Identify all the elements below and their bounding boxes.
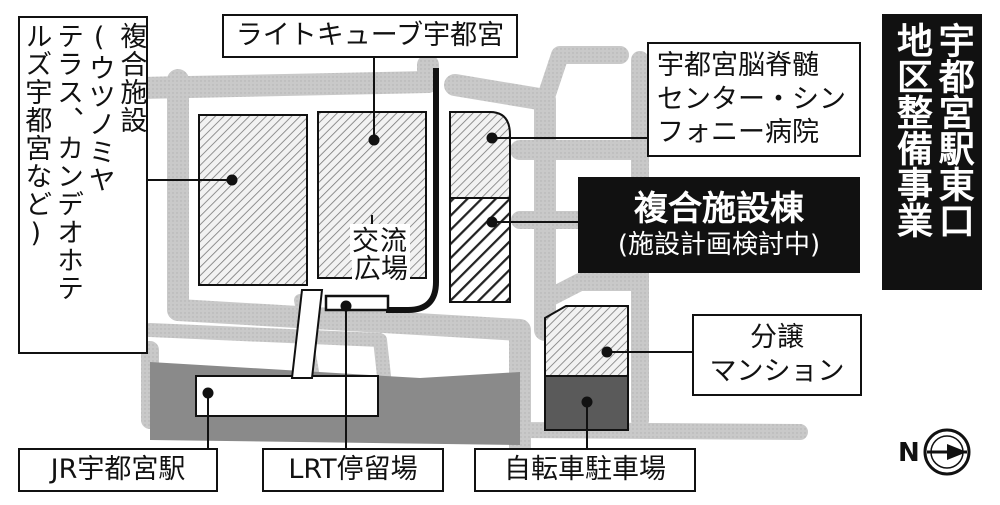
marker-dots	[202, 132, 613, 408]
exchange-plaza-label: 交流	[350, 224, 410, 261]
lrt-line	[386, 68, 439, 313]
complex-building-label-line2: (施設計画検討中)	[617, 229, 821, 260]
condominium-building	[544, 305, 629, 377]
hospital-building	[449, 111, 511, 199]
jr-station-label: JR宇都宮駅	[18, 448, 218, 492]
complex-facility-label: 複合施設 (ウツノミヤ テラス、カンデオホテ ルズ宇都宮など)	[18, 16, 148, 354]
complex-facility-building	[198, 114, 308, 286]
hospital-label-line1: 宇都宮脳脊髄	[657, 49, 819, 81]
north-label: N	[898, 438, 920, 468]
hospital-label-line3: フォニー病院	[657, 117, 819, 149]
light-cube-label: ライトキューブ宇都宮	[222, 14, 518, 58]
complex-building-label: 複合施設棟 (施設計画検討中)	[578, 177, 860, 273]
complex-facility-label-col3: テラス、カンデオホテ	[52, 22, 83, 302]
condominium-label-line1: 分譲	[750, 322, 804, 354]
complex-facility-label-col2: (ウツノミヤ	[83, 22, 115, 194]
exchange-plaza-col2: 広場	[354, 254, 408, 285]
complex-facility-label-col4: ルズ宇都宮など)	[20, 22, 52, 250]
map-title-col2: 地区整備事業	[891, 22, 932, 238]
condominium-label: 分譲 マンション	[692, 314, 862, 396]
complex-facility-label-col1: 複合施設	[115, 22, 147, 134]
jr-station-concourse	[195, 375, 379, 417]
exchange-plaza-col1: 交流	[352, 226, 408, 257]
condominium-label-line2: マンション	[709, 356, 845, 387]
compass-icon	[923, 428, 971, 476]
complex-building-label-line1: 複合施設棟	[634, 189, 804, 229]
exchange-plaza-label-2: 広場	[352, 254, 410, 287]
hospital-label-line2: センター・シン	[657, 83, 846, 115]
complex-building-planned	[449, 197, 511, 303]
leader-lines	[148, 58, 692, 448]
pedestrian-deck	[290, 289, 324, 379]
lrt-stop-label: LRT停留場	[262, 448, 444, 492]
map-title-col1: 宇都宮駅東口	[932, 22, 974, 238]
bicycle-parking-label: 自転車駐車場	[474, 448, 696, 492]
lrt-platform	[324, 294, 390, 312]
hospital-label: 宇都宮脳脊髄 センター・シン フォニー病院	[647, 42, 861, 157]
map-title: 宇都宮駅東口 地区整備事業	[882, 14, 982, 290]
